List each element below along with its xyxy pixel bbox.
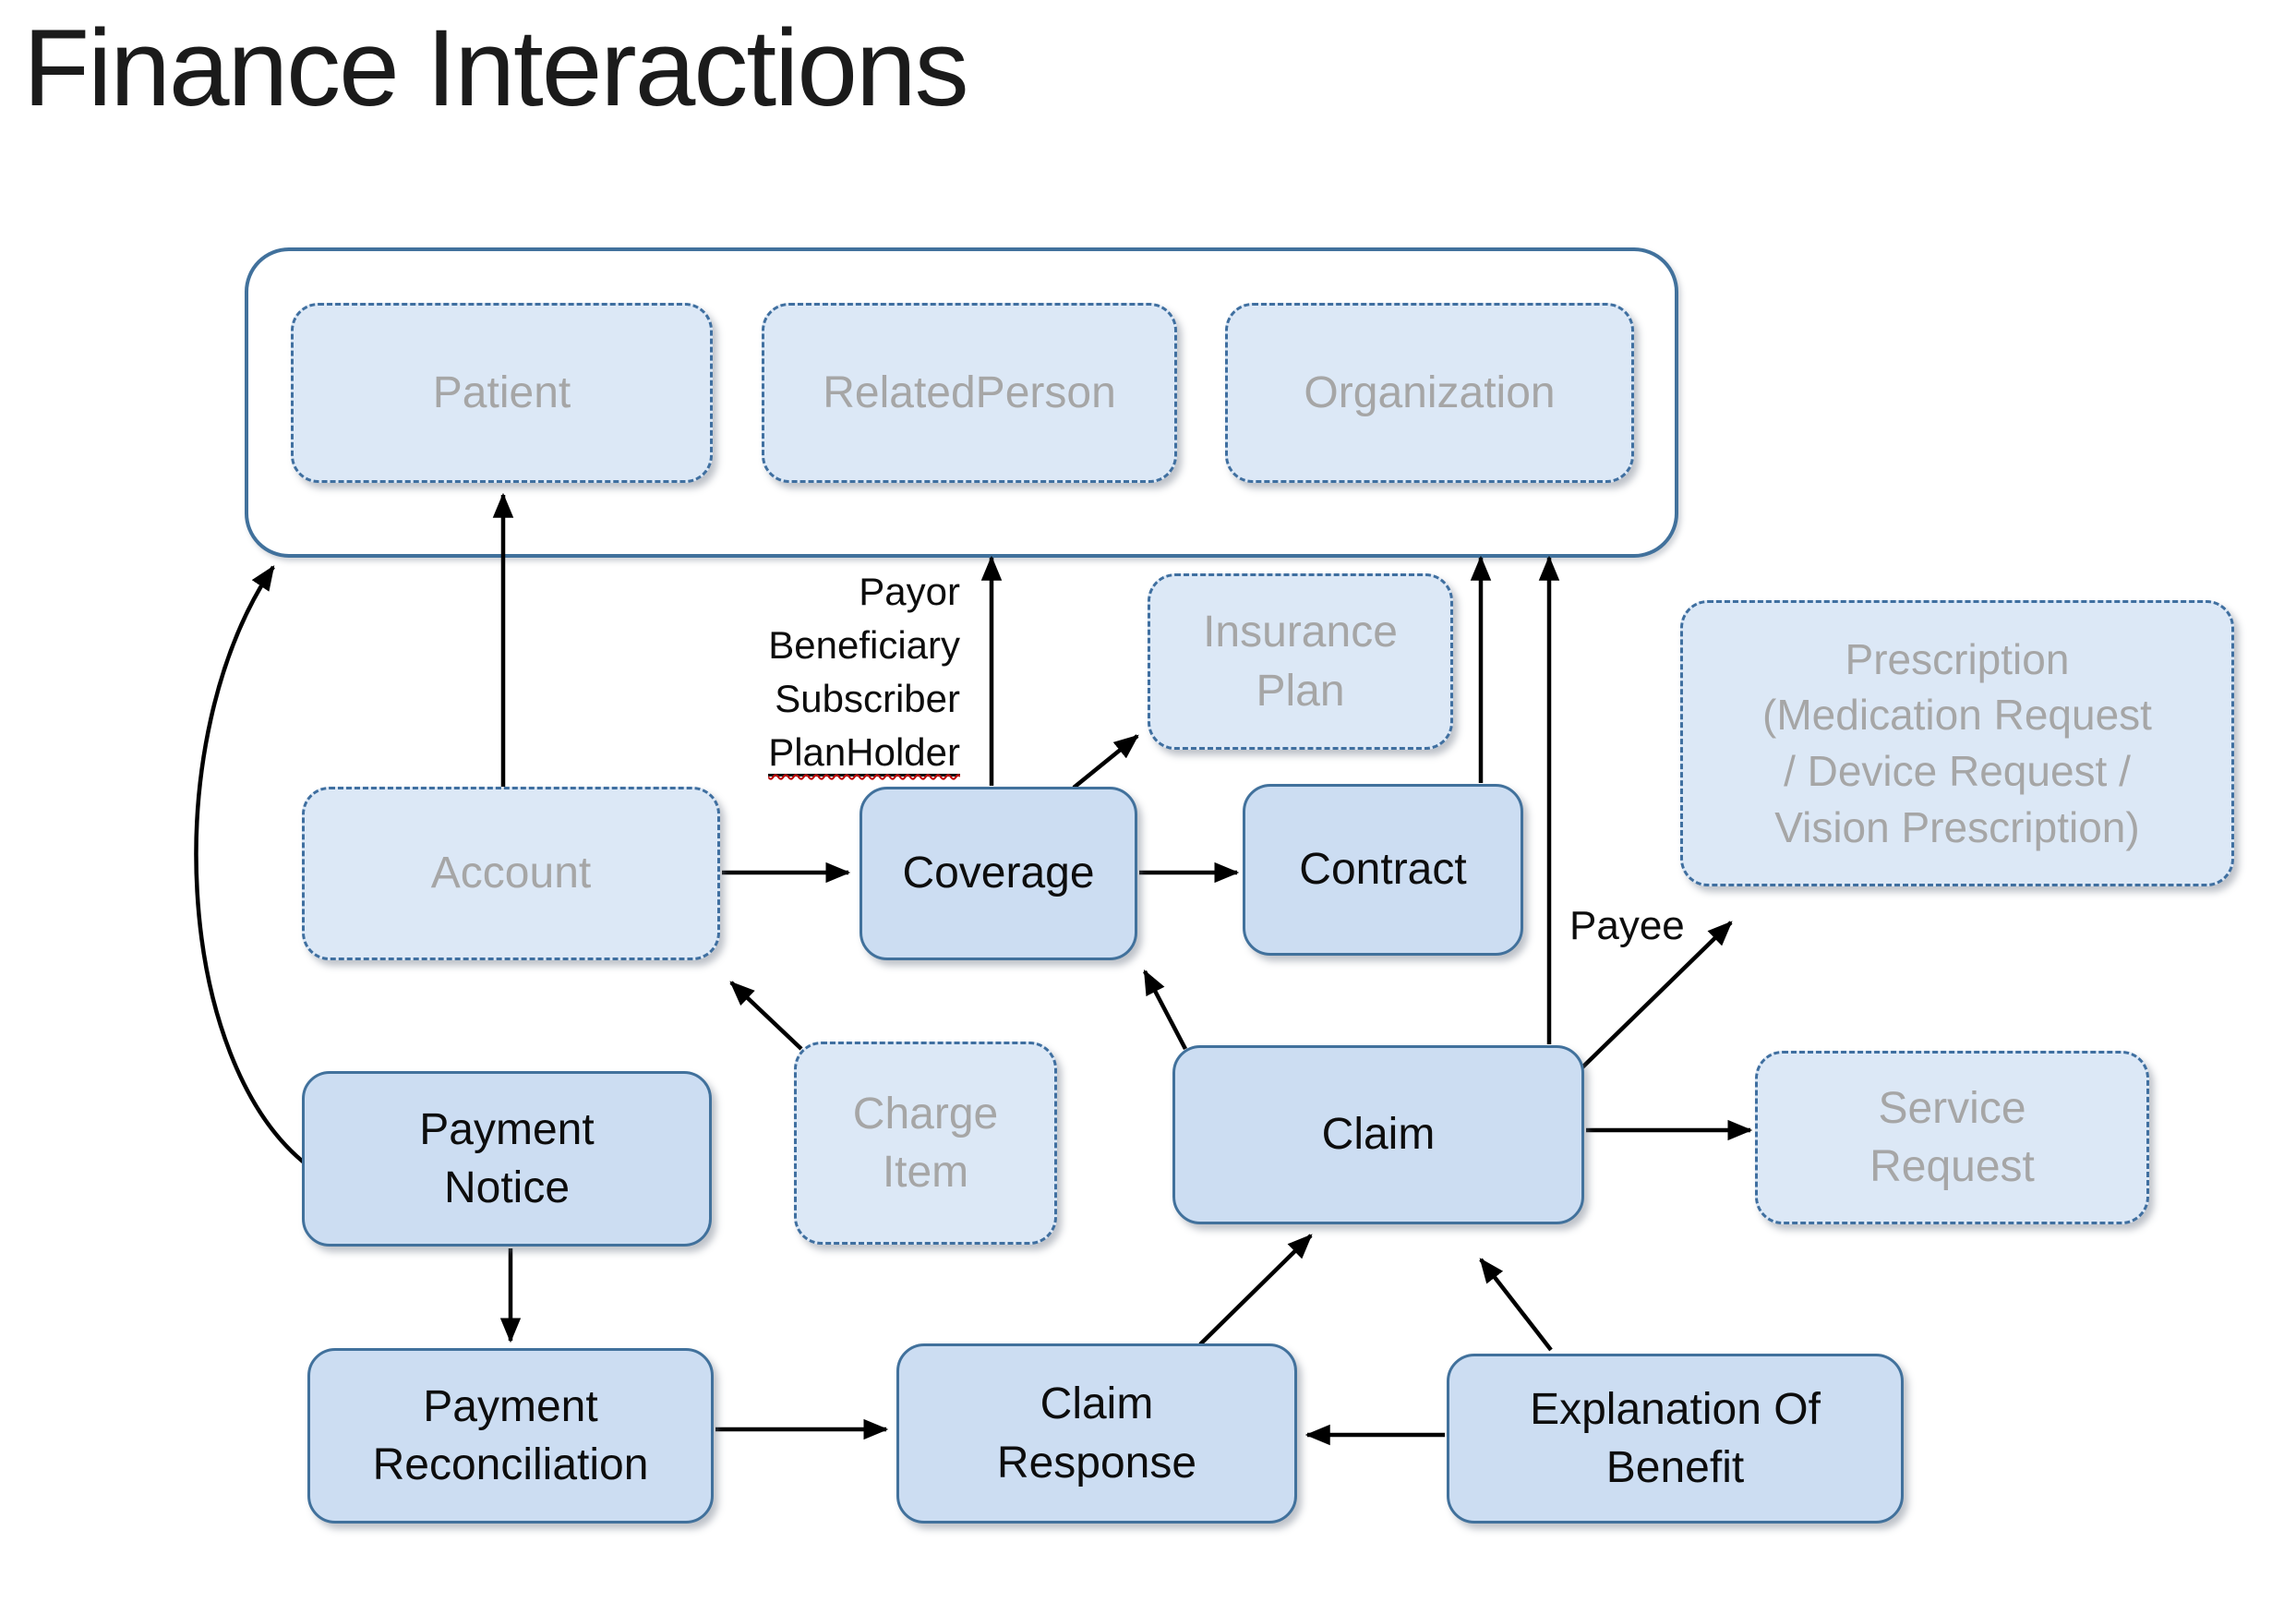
- node-claim-response-label: Claim Response: [996, 1379, 1197, 1488]
- label-subscriber: Subscriber: [775, 677, 960, 720]
- arrow-payment-notice-to-actors-group: [194, 565, 309, 1167]
- arrow-claim-to-coverage: [1143, 970, 1187, 1051]
- node-claim-label: Claim: [1321, 1110, 1436, 1160]
- arrow-coverage-to-insurance-plan: [1072, 734, 1139, 789]
- node-coverage-label: Coverage: [902, 849, 1095, 898]
- node-service-request-label: Service Request: [1869, 1083, 2035, 1191]
- node-insurance-plan: Insurance Plan: [1148, 573, 1453, 750]
- label-beneficiary: Beneficiary: [768, 623, 960, 667]
- node-contract-label: Contract: [1299, 845, 1467, 895]
- node-related-person: RelatedPerson: [762, 303, 1177, 483]
- node-payment-reconciliation: Payment Reconciliation: [307, 1348, 714, 1524]
- node-account: Account: [302, 787, 720, 960]
- coverage-actor-reference-labels: Payor Beneficiary Subscriber PlanHolder: [768, 565, 960, 779]
- label-planholder: PlanHolder: [768, 726, 960, 779]
- node-claim: Claim: [1172, 1045, 1584, 1224]
- node-charge-item: Charge Item: [794, 1042, 1057, 1245]
- node-explanation-of-benefit-label: Explanation Of Benefit: [1530, 1384, 1821, 1492]
- label-payee: Payee: [1569, 903, 1685, 948]
- node-contract: Contract: [1243, 784, 1523, 956]
- node-payment-reconciliation-label: Payment Reconciliation: [372, 1381, 649, 1489]
- page-title: Finance Interactions: [23, 7, 969, 129]
- arrow-charge-item-to-account: [729, 981, 803, 1051]
- label-planholder-text: PlanHolder: [768, 730, 960, 777]
- arrow-claim-to-prescription: [1581, 921, 1733, 1069]
- node-service-request: Service Request: [1755, 1051, 2149, 1224]
- arrow-claim-response-to-claim: [1198, 1234, 1313, 1346]
- node-prescription-label: Prescription (Medication Request / Devic…: [1762, 634, 2152, 851]
- node-coverage: Coverage: [859, 787, 1137, 960]
- node-payment-notice-label: Payment Notice: [419, 1104, 595, 1212]
- node-claim-response: Claim Response: [896, 1343, 1297, 1524]
- node-patient: Patient: [291, 303, 713, 483]
- node-prescription: Prescription (Medication Request / Devic…: [1680, 600, 2234, 886]
- label-payor: Payor: [859, 570, 960, 613]
- node-payment-notice: Payment Notice: [302, 1071, 712, 1247]
- node-patient-label: Patient: [432, 367, 571, 417]
- node-related-person-label: RelatedPerson: [823, 367, 1116, 417]
- node-explanation-of-benefit: Explanation Of Benefit: [1447, 1354, 1904, 1524]
- arrow-explanation-of-benefit-to-claim: [1479, 1258, 1553, 1352]
- node-charge-item-label: Charge Item: [852, 1089, 999, 1197]
- node-insurance-plan-label: Insurance Plan: [1203, 608, 1398, 716]
- node-organization: Organization: [1225, 303, 1634, 483]
- node-account-label: Account: [430, 849, 592, 898]
- node-organization-label: Organization: [1304, 367, 1556, 417]
